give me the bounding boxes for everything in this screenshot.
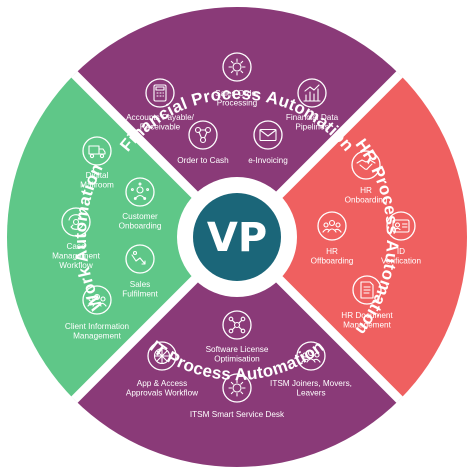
label-line: Accounts Payable/: [126, 113, 195, 122]
it-segment: [74, 237, 400, 467]
label-line: Management: [52, 252, 101, 261]
label-line: App & Access: [137, 379, 188, 388]
label-line: Optimisation: [214, 355, 260, 364]
document-icon: [352, 275, 382, 305]
label-line: Sales: [130, 280, 150, 289]
center-logo: VP: [185, 185, 289, 289]
case-gear-icon: [61, 207, 91, 237]
it-item: ITSM Smart Service Desk: [190, 373, 285, 419]
label-line: Management: [73, 332, 122, 341]
label-line: Digital: [86, 171, 109, 180]
label-line: ID: [397, 247, 405, 256]
label-line: HR Document: [341, 311, 393, 320]
workflow-icon: [188, 120, 218, 150]
label-line: Leavers: [296, 389, 325, 398]
financial-item-label: Order to Cash: [177, 156, 229, 165]
label-line: HR: [360, 186, 372, 195]
label-line: Customer: [122, 212, 158, 221]
label-line: Sales Order: [215, 89, 259, 98]
label-line: Onboarding: [119, 222, 162, 231]
chart-icon: [297, 78, 327, 108]
work-segment: [7, 74, 238, 400]
label-line: HR: [326, 247, 338, 256]
financial-segment: [74, 7, 400, 237]
people-icon: [317, 211, 347, 241]
financial-item-label: e-Invoicing: [248, 156, 288, 165]
label-line: Receivable: [140, 123, 181, 132]
gear-icon: [222, 52, 252, 82]
handshake-icon: [351, 150, 381, 180]
label-line: Processing: [217, 99, 258, 108]
label-line: ITSM Smart Service Desk: [190, 410, 285, 419]
hr-segment: [237, 74, 467, 400]
cog-desk-icon: [222, 373, 252, 403]
it-item: ITSM Joiners, Movers,Leavers: [270, 341, 352, 398]
envelope-icon: [253, 120, 283, 150]
financial-item: Order to Cash: [177, 120, 229, 165]
label-line: Software License: [206, 345, 269, 354]
label-line: Offboarding: [311, 257, 354, 266]
it-item-label: ITSM Smart Service Desk: [190, 410, 285, 419]
label-line: Management: [343, 321, 392, 330]
financial-item: Accounts Payable/Receivable: [126, 78, 195, 132]
financial-item-label: Accounts Payable/Receivable: [126, 113, 195, 132]
sales-icon: [125, 244, 155, 274]
network-icon: [222, 310, 252, 340]
financial-item: e-Invoicing: [248, 120, 288, 165]
mail-truck-icon: [82, 136, 112, 166]
label-line: Fulfilment: [122, 290, 158, 299]
label-line: Case: [66, 242, 86, 251]
label-line: Approvals Workflow: [126, 389, 198, 398]
label-line: Client Information: [65, 322, 130, 331]
grid-icon: [147, 341, 177, 371]
logo-text: VP: [207, 215, 267, 261]
label-line: Financial Data: [286, 113, 339, 122]
label-line: Workflow: [59, 261, 93, 270]
it-item-label: ITSM Joiners, Movers,Leavers: [270, 379, 352, 398]
label-line: ITSM Joiners, Movers,: [270, 379, 352, 388]
label-line: Verification: [381, 257, 421, 266]
calculator-icon: [145, 78, 175, 108]
label-line: e-Invoicing: [248, 156, 288, 165]
label-line: Order to Cash: [177, 156, 229, 165]
team-icon: [296, 341, 326, 371]
id-card-icon: [386, 211, 416, 241]
customer-icon: [125, 177, 155, 207]
label-line: Mailroom: [80, 181, 114, 190]
label-line: Onboarding: [345, 196, 388, 205]
center-disc: [193, 193, 281, 281]
clients-icon: [82, 285, 112, 315]
segments: [7, 7, 467, 467]
label-line: Pipelines: [295, 123, 328, 132]
